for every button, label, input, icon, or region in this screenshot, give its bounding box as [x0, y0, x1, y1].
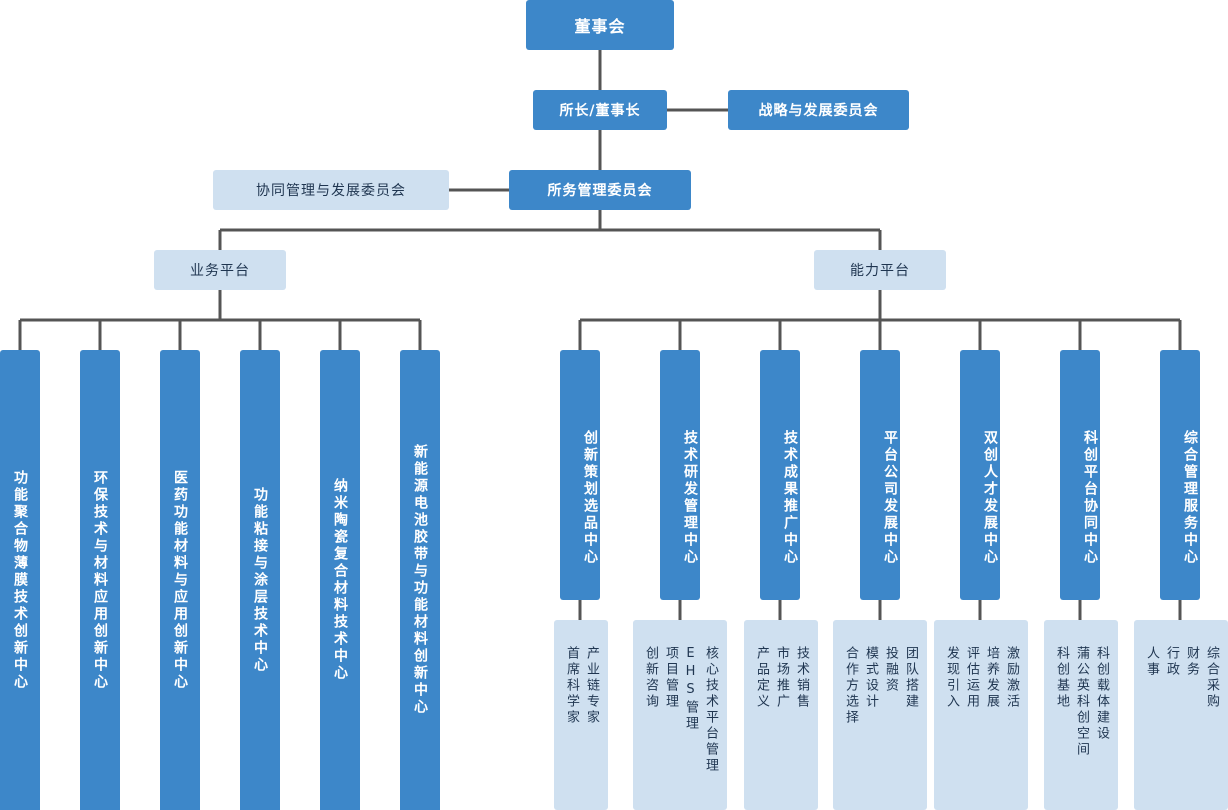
business-platform-box[interactable]: 业务平台	[154, 250, 286, 290]
duty-item: 团队搭建	[903, 646, 918, 710]
board-box[interactable]: 董事会	[526, 0, 674, 50]
business-center-box[interactable]: 环保技术与材料应用创新中心	[80, 350, 120, 810]
capability-platform-box[interactable]: 能力平台	[814, 250, 946, 290]
duty-item: 项目管理	[663, 646, 678, 710]
strategy-committee-box[interactable]: 战略与发展委员会	[728, 90, 909, 130]
capability-center-box[interactable]: 科创平台协同中心	[1060, 350, 1100, 600]
coordination-committee-box[interactable]: 协同管理与发展委员会	[213, 170, 449, 210]
duty-list: 核心技术平台管理 EHS管理 项目管理 创新咨询	[640, 646, 720, 774]
business-center-box[interactable]: 功能聚合物薄膜技术创新中心	[0, 350, 40, 810]
capability-center-box[interactable]: 创新策划选品中心	[560, 350, 600, 600]
capability-center-box[interactable]: 平台公司发展中心	[860, 350, 900, 600]
business-center-box[interactable]: 医药功能材料与应用创新中心	[160, 350, 200, 810]
duty-list: 综合采购 财务 行政 人事	[1141, 646, 1221, 710]
duty-box: 技术销售 市场推广 产品定义	[744, 620, 818, 810]
duty-item: 市场推广	[774, 646, 789, 710]
duty-item: 产品定义	[754, 646, 769, 710]
duty-list: 激励激活 培养发展 评估运用 发现引入	[941, 646, 1021, 710]
duty-item: 发现引入	[944, 646, 959, 710]
business-center-box[interactable]: 纳米陶瓷复合材料技术中心	[320, 350, 360, 810]
director-box[interactable]: 所长/董事长	[533, 90, 667, 130]
duty-item: EHS管理	[683, 646, 698, 732]
management-committee-box[interactable]: 所务管理委员会	[509, 170, 691, 210]
capability-center-box[interactable]: 技术研发管理中心	[660, 350, 700, 600]
duty-item: 首席科学家	[564, 646, 579, 726]
duty-item: 培养发展	[984, 646, 999, 710]
duty-item: 核心技术平台管理	[703, 646, 718, 774]
duty-item: 合作方选择	[843, 646, 858, 726]
duty-item: 科创基地	[1054, 646, 1069, 710]
business-center-box[interactable]: 功能粘接与涂层技术中心	[240, 350, 280, 810]
capability-center-box[interactable]: 双创人才发展中心	[960, 350, 1000, 600]
duty-item: 财务	[1184, 646, 1199, 678]
duty-list: 科创载体建设 蒲公英科创空间 科创基地	[1051, 646, 1111, 758]
capability-center-box[interactable]: 综合管理服务中心	[1160, 350, 1200, 600]
duty-list: 技术销售 市场推广 产品定义	[751, 646, 811, 710]
duty-box: 综合采购 财务 行政 人事	[1134, 620, 1228, 810]
duty-item: 蒲公英科创空间	[1074, 646, 1089, 758]
duty-box: 产业链专家 首席科学家	[554, 620, 608, 810]
capability-center-box[interactable]: 技术成果推广中心	[760, 350, 800, 600]
duty-box: 核心技术平台管理 EHS管理 项目管理 创新咨询	[633, 620, 727, 810]
duty-item: 行政	[1164, 646, 1179, 678]
duty-item: 投融资	[883, 646, 898, 694]
duty-item: 人事	[1144, 646, 1159, 678]
duty-list: 团队搭建 投融资 模式设计 合作方选择	[840, 646, 920, 726]
duty-list: 产业链专家 首席科学家	[561, 646, 601, 726]
duty-item: 创新咨询	[643, 646, 658, 710]
duty-box: 科创载体建设 蒲公英科创空间 科创基地	[1044, 620, 1118, 810]
duty-item: 科创载体建设	[1094, 646, 1109, 742]
duty-box: 团队搭建 投融资 模式设计 合作方选择	[833, 620, 927, 810]
duty-box: 激励激活 培养发展 评估运用 发现引入	[934, 620, 1028, 810]
duty-item: 模式设计	[863, 646, 878, 710]
duty-item: 激励激活	[1004, 646, 1019, 710]
duty-item: 产业链专家	[584, 646, 599, 726]
duty-item: 综合采购	[1204, 646, 1219, 710]
business-center-box[interactable]: 新能源电池胶带与功能材料创新中心	[400, 350, 440, 810]
duty-item: 评估运用	[964, 646, 979, 710]
duty-item: 技术销售	[794, 646, 809, 710]
